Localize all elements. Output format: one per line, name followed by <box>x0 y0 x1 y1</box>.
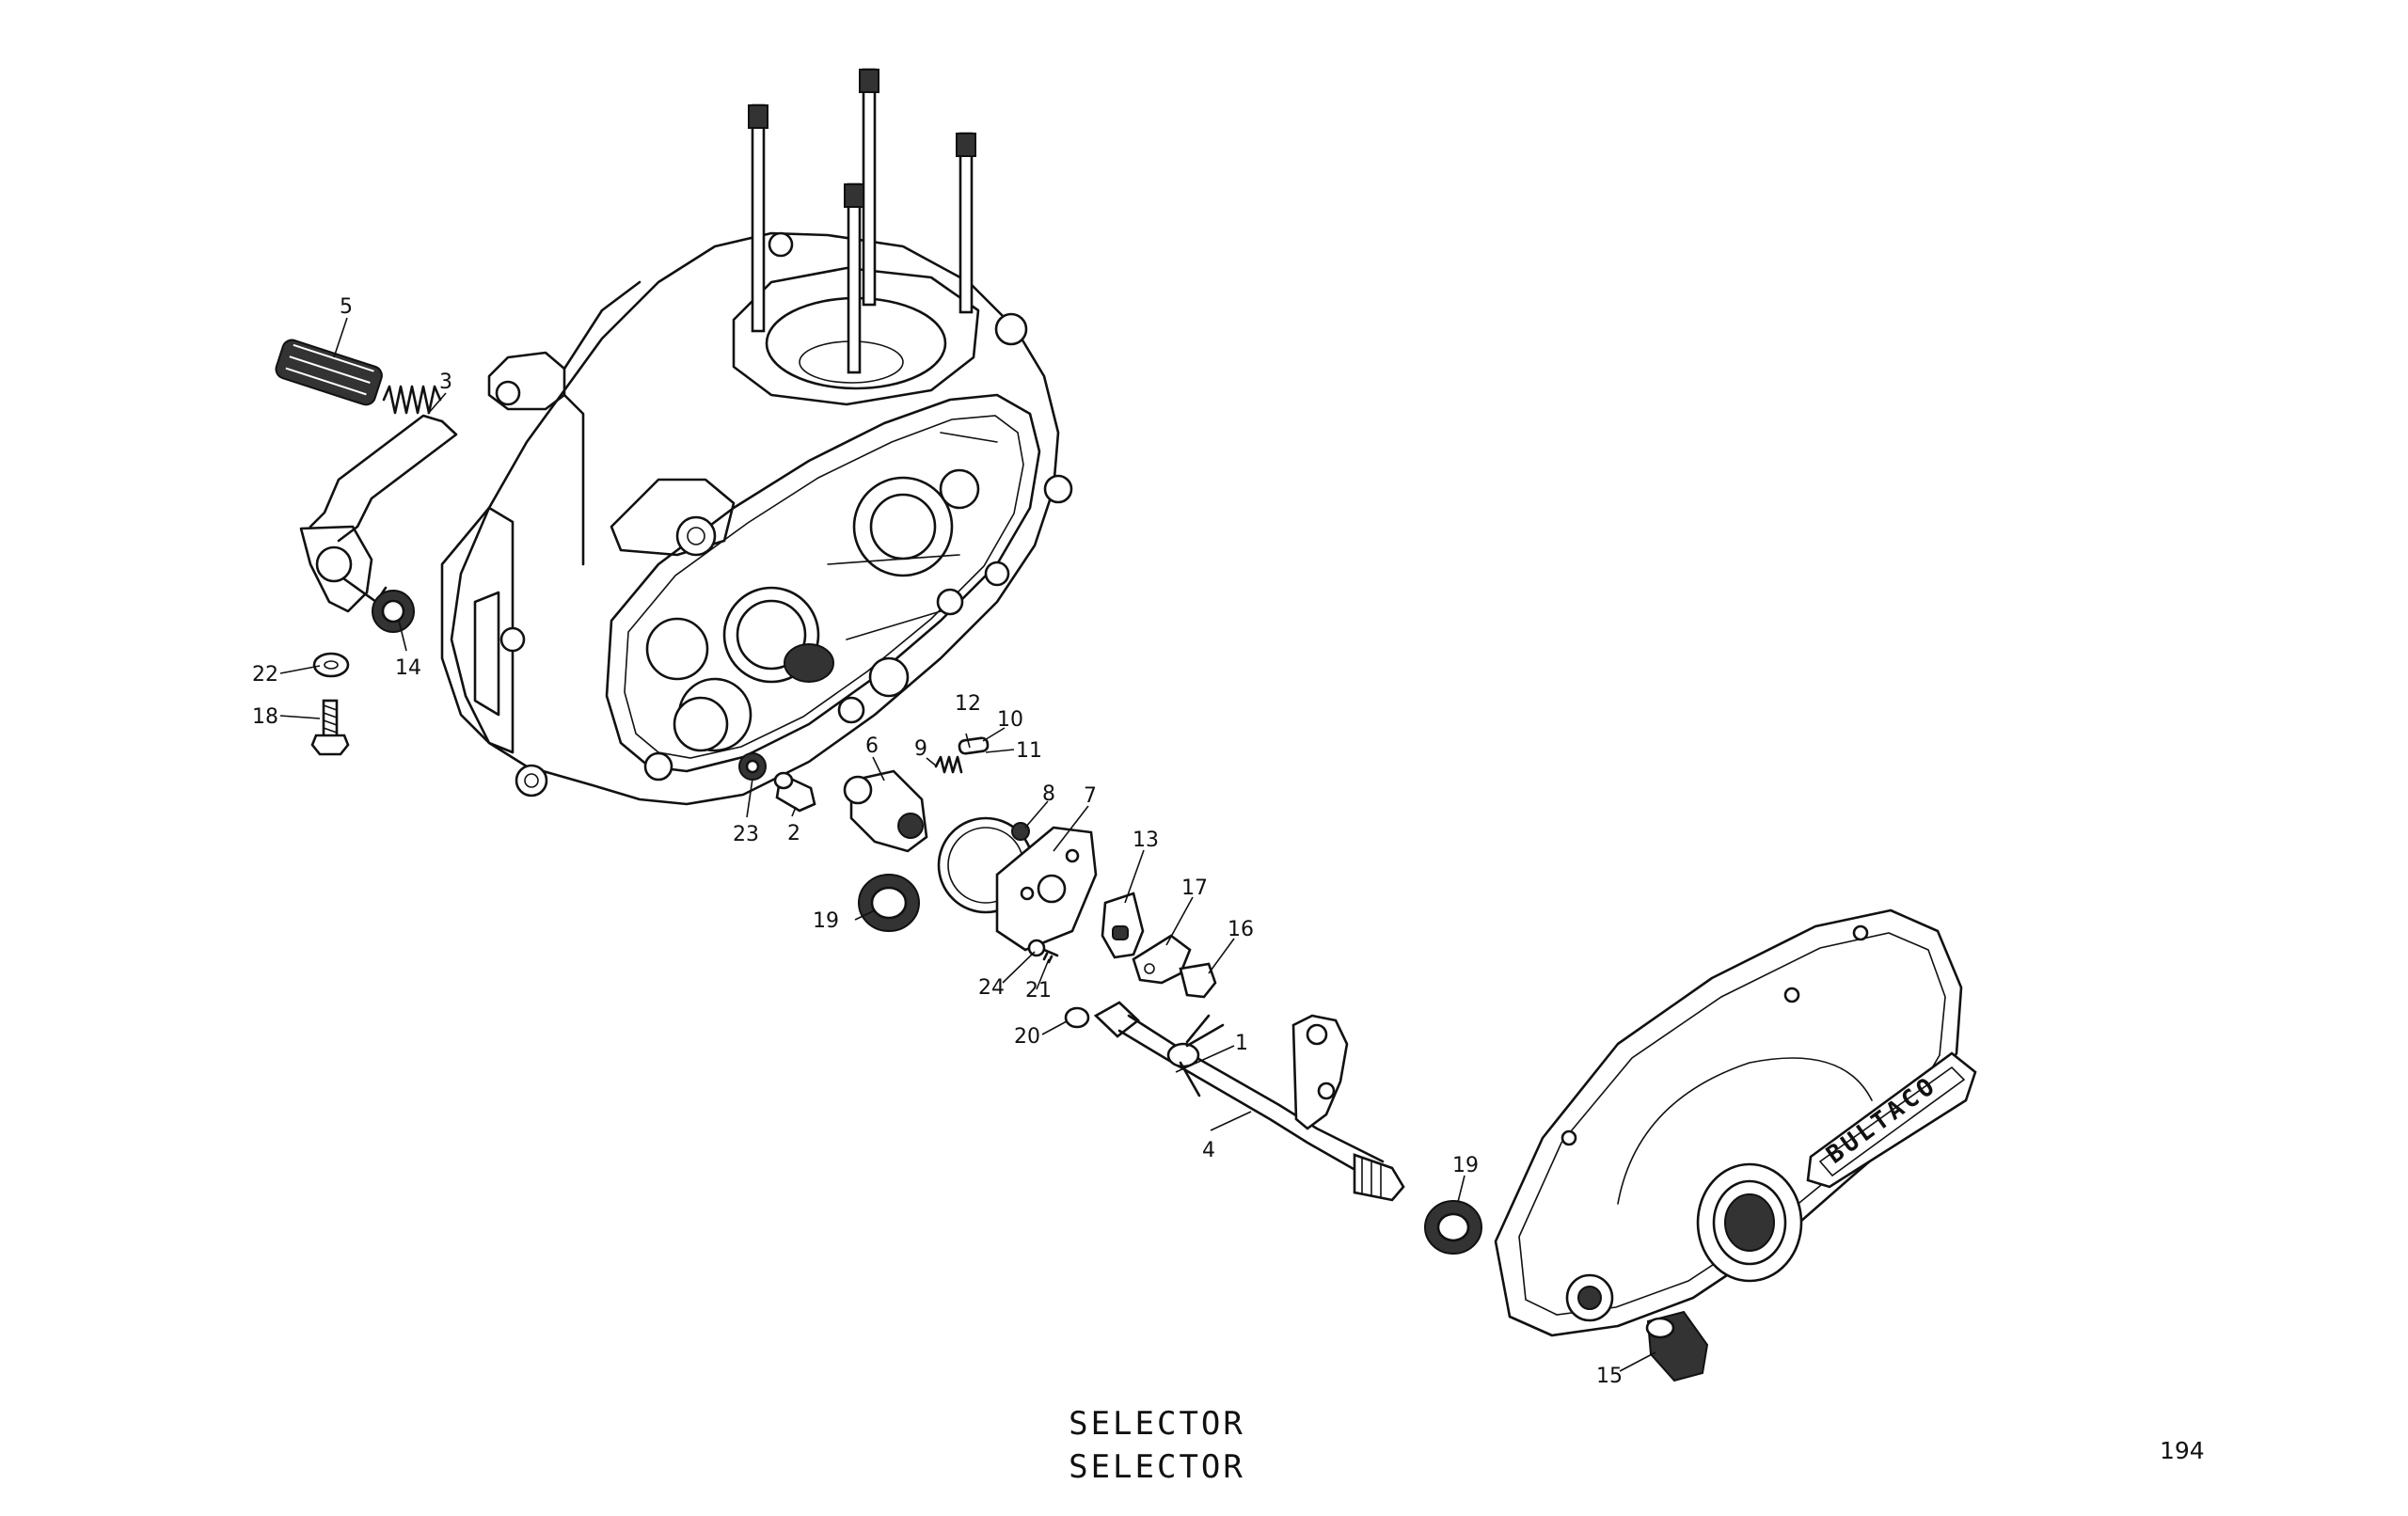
cylinder-studs <box>748 68 976 374</box>
leader-lines <box>279 317 1656 1372</box>
caption-line-2: SELECTOR <box>1069 1448 1245 1486</box>
callout-2: 2 <box>787 822 800 845</box>
selector-internal-parts <box>738 736 1217 1029</box>
kickstart-lever-assembly <box>275 339 458 756</box>
callout-19a: 19 <box>813 909 839 933</box>
crankcase <box>440 231 1073 806</box>
callout-22: 22 <box>252 663 278 687</box>
caption-line-1: SELECTOR <box>1069 1405 1245 1443</box>
callout-4: 4 <box>1202 1139 1215 1162</box>
page-number: 194 <box>2160 1437 2205 1464</box>
callout-15: 15 <box>1596 1365 1623 1388</box>
callout-8: 8 <box>1042 782 1055 806</box>
callout-12: 12 <box>955 692 981 716</box>
callout-labels: 5 3 14 22 18 12 10 11 9 6 8 7 23 2 13 17… <box>252 295 1623 1388</box>
callout-24: 24 <box>978 976 1005 1000</box>
selector-shaft <box>1093 1001 1405 1202</box>
callout-16: 16 <box>1228 918 1254 941</box>
callout-21: 21 <box>1025 979 1052 1003</box>
callout-9: 9 <box>914 737 927 761</box>
callout-13: 13 <box>1133 829 1159 852</box>
callout-3: 3 <box>439 371 452 394</box>
callout-7: 7 <box>1084 784 1097 808</box>
callout-10: 10 <box>997 708 1023 732</box>
side-cover <box>1424 908 1977 1382</box>
callout-23: 23 <box>733 823 759 846</box>
callout-19b: 19 <box>1452 1154 1479 1177</box>
callout-6: 6 <box>865 734 879 758</box>
callout-18: 18 <box>252 705 278 729</box>
callout-17: 17 <box>1181 876 1208 900</box>
callout-5: 5 <box>340 295 353 319</box>
callout-20: 20 <box>1014 1025 1040 1049</box>
callout-1: 1 <box>1235 1032 1248 1055</box>
callout-14: 14 <box>395 656 421 680</box>
callout-11: 11 <box>1016 739 1042 763</box>
